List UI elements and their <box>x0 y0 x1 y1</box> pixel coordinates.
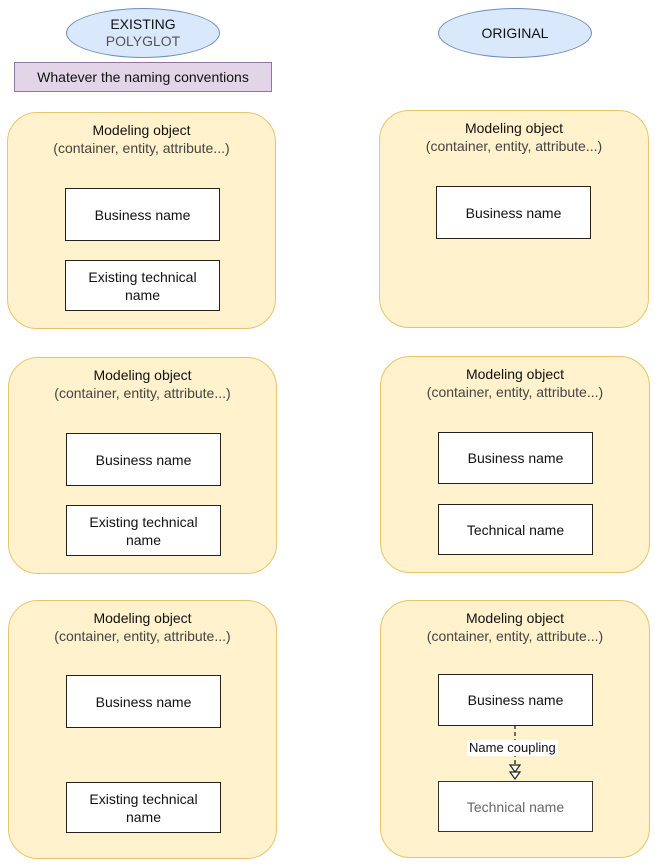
business-name-box: Business name <box>438 432 593 484</box>
panel-title: Modeling object <box>465 366 565 382</box>
naming-conventions-note: Whatever the naming conventions <box>14 62 272 92</box>
panel-title: Modeling object <box>465 610 565 626</box>
panel-title: Modeling object <box>92 122 191 138</box>
panel-title-block: Modeling object (container, entity, attr… <box>380 119 648 155</box>
naming-conventions-label: Whatever the naming conventions <box>37 69 249 85</box>
existing-technical-name-label: Existing technical name <box>89 790 198 825</box>
business-name-label: Business name <box>94 206 191 223</box>
business-name-label: Business name <box>465 204 562 221</box>
existing-technical-name-box: Existing technical name <box>66 782 221 833</box>
modeling-object-panel: Modeling object (container, entity, attr… <box>7 112 276 329</box>
business-name-label: Business name <box>467 450 564 466</box>
panel-title-block: Modeling object (container, entity, attr… <box>9 609 276 645</box>
coupling-arrowhead-2 <box>508 771 522 781</box>
name-coupling-text: Name coupling <box>469 740 556 755</box>
business-name-label: Business name <box>467 692 564 708</box>
business-name-box: Business name <box>438 674 593 726</box>
panel-subtitle: (container, entity, attribute...) <box>53 140 230 156</box>
technical-name-box: Technical name <box>438 781 593 832</box>
original-header: ORIGINAL <box>438 8 592 58</box>
business-name-box: Business name <box>65 188 220 241</box>
name-coupling-label: Name coupling <box>467 740 558 756</box>
panel-subtitle: (container, entity, attribute...) <box>54 628 231 644</box>
business-name-box: Business name <box>436 186 591 239</box>
existing-label: EXISTING <box>110 16 176 32</box>
technical-name-label: Technical name <box>466 798 565 815</box>
existing-technical-name-label: Existing technical name <box>89 513 198 548</box>
modeling-object-panel: Modeling object (container, entity, attr… <box>8 357 277 574</box>
panel-title-block: Modeling object (container, entity, attr… <box>381 609 649 645</box>
coupling-arrowhead-1 <box>508 764 522 774</box>
panel-subtitle: (container, entity, attribute...) <box>426 628 604 644</box>
existing-technical-name-box: Existing technical name <box>66 505 221 556</box>
business-name-box: Business name <box>66 675 221 728</box>
business-name-label: Business name <box>95 451 192 468</box>
panel-title: Modeling object <box>464 120 564 136</box>
technical-name-label: Technical name <box>466 521 565 538</box>
panel-title: Modeling object <box>93 610 192 626</box>
panel-title-block: Modeling object (container, entity, attr… <box>8 121 275 157</box>
existing-technical-name-label: Existing technical name <box>88 268 197 303</box>
panel-subtitle: (container, entity, attribute...) <box>54 385 231 401</box>
modeling-object-panel: Modeling object (container, entity, attr… <box>379 110 649 328</box>
panel-title-block: Modeling object (container, entity, attr… <box>9 366 276 402</box>
technical-name-box: Technical name <box>438 504 593 555</box>
panel-title-block: Modeling object (container, entity, attr… <box>381 365 649 401</box>
modeling-object-panel: Modeling object (container, entity, attr… <box>8 600 277 859</box>
existing-technical-name-box: Existing technical name <box>65 260 220 311</box>
panel-title: Modeling object <box>93 367 192 383</box>
panel-subtitle: (container, entity, attribute...) <box>426 384 604 400</box>
panel-subtitle: (container, entity, attribute...) <box>425 138 603 154</box>
business-name-label: Business name <box>95 693 192 710</box>
original-label: ORIGINAL <box>481 24 549 41</box>
existing-polyglot-header: EXISTING POLYGLOT <box>66 8 220 58</box>
modeling-object-panel: Modeling object (container, entity, attr… <box>380 356 650 573</box>
polyglot-label: POLYGLOT <box>105 33 181 49</box>
business-name-box: Business name <box>66 433 221 486</box>
